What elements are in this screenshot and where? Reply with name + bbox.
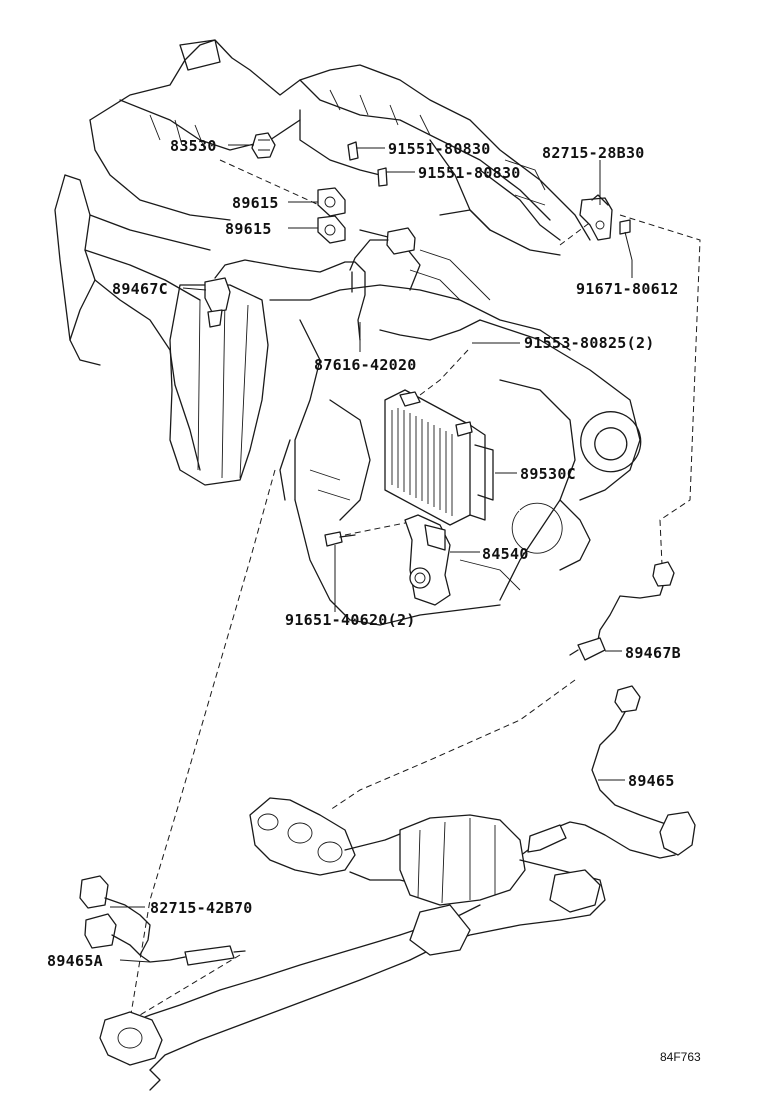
- part-labels: 83530 91551-80830 91551-80830 82715-28B3…: [47, 137, 701, 1064]
- catalog-code: 84F763: [660, 1050, 701, 1064]
- leader-lines: [110, 144, 633, 963]
- label-91551-b: 91551-80830: [418, 164, 521, 182]
- label-91551-a: 91551-80830: [388, 140, 491, 158]
- knock-sensor-83530: [251, 132, 276, 159]
- label-89465a: 89465A: [47, 952, 103, 970]
- label-87616: 87616-42020: [314, 356, 417, 374]
- exhaust-pipe-assembly: [99, 797, 606, 1091]
- oxygen-sensor-89467b: [569, 561, 675, 661]
- engine-illustration: [54, 39, 701, 1021]
- label-89467c: 89467C: [112, 280, 168, 298]
- label-91671: 91671-80612: [576, 280, 679, 298]
- label-89467b: 89467B: [625, 644, 681, 662]
- oxygen-sensor-89467c: [204, 259, 366, 341]
- label-84540: 84540: [482, 545, 529, 563]
- label-91651: 91651-40620(2): [285, 611, 416, 629]
- label-89615-b: 89615: [225, 220, 272, 238]
- neutral-start-switch: [324, 514, 451, 606]
- ecu-module: [384, 389, 494, 526]
- label-91553: 91553-80825(2): [524, 334, 655, 352]
- label-89615-a: 89615: [232, 194, 279, 212]
- knock-sensor-89615-b: [317, 215, 346, 244]
- oxygen-sensor-89465: [519, 685, 696, 859]
- label-89530c: 89530C: [520, 465, 576, 483]
- label-83530: 83530: [170, 137, 217, 155]
- bracket-82715-28b30: [579, 194, 631, 241]
- label-89465: 89465: [628, 772, 675, 790]
- label-82715-42b70: 82715-42B70: [150, 899, 253, 917]
- connector-engine: [349, 227, 416, 271]
- bolts-91551: [347, 141, 388, 187]
- oxygen-sensor-89465a: [79, 875, 246, 966]
- knock-sensor-89615-a: [317, 187, 346, 217]
- label-82715-28b30: 82715-28B30: [542, 144, 645, 162]
